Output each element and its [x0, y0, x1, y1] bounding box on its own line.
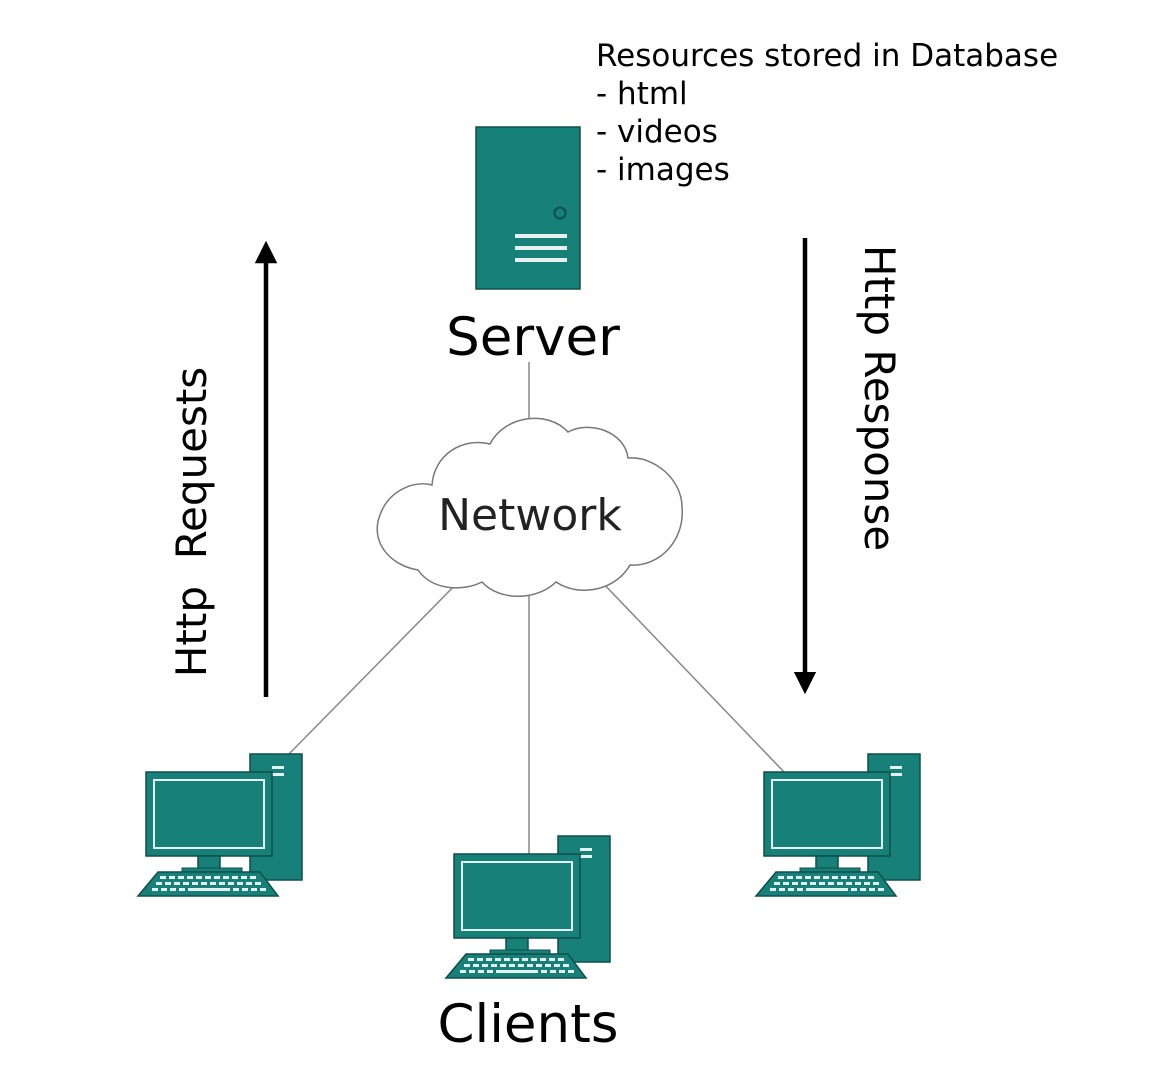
resource-item: - images	[596, 152, 730, 188]
server-label: Server	[446, 307, 620, 368]
request-label: Http Requests	[167, 367, 216, 677]
server-tower-icon	[475, 126, 581, 290]
cloud-icon	[376, 417, 683, 597]
network-links	[287, 362, 786, 855]
response-label: Http Response	[855, 245, 904, 551]
network-client-left-link	[287, 571, 469, 756]
network-client-right-link	[597, 577, 786, 774]
desktop-computer-icon	[755, 753, 921, 897]
desktop-computer-icon	[137, 753, 303, 897]
resource-item: - html	[596, 76, 688, 112]
resources-note: Resources stored in Database - html - vi…	[596, 38, 1058, 188]
resources-title: Resources stored in Database	[596, 38, 1058, 74]
desktop-computer-icon	[445, 835, 611, 979]
network-label: Network	[438, 490, 622, 541]
resource-item: - videos	[596, 114, 718, 150]
clients-label: Clients	[437, 994, 618, 1055]
